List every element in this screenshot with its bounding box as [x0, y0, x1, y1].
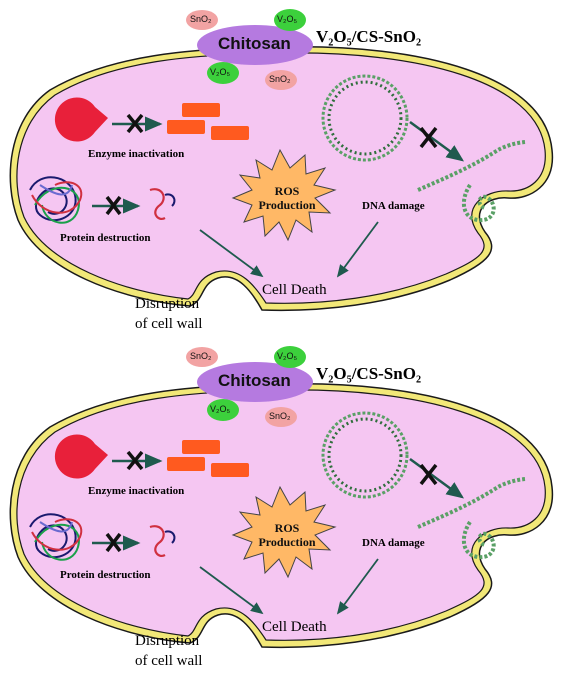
arrow-dna: [409, 457, 465, 499]
chitosan-ellipse: [197, 362, 313, 402]
ros-label-line2: Production: [258, 198, 316, 212]
dna-coil-icon: [461, 183, 496, 223]
sno2-badge-1: [186, 10, 218, 30]
enzyme-fragment-1: [182, 440, 220, 454]
enzyme-fragment-1: [182, 103, 220, 117]
block-x-icon: [126, 450, 144, 471]
v2o5-label-1: V₂O₅: [277, 351, 298, 361]
arrow-protein-to-death: [199, 229, 264, 278]
protein-tangle-icon: [29, 176, 83, 224]
protein-fragment-icon: [164, 193, 176, 207]
enzyme-label: Enzyme inactivation: [88, 148, 185, 160]
cell-death-label: Cell Death: [262, 619, 327, 635]
arrow-dna-to-death: [336, 558, 379, 615]
protein-tangle-icon: [29, 513, 83, 561]
block-x-icon: [419, 463, 438, 486]
protein-fragment-icon: [149, 525, 166, 557]
ros-label-line2: Production: [258, 535, 316, 549]
block-x-icon: [105, 532, 122, 553]
disruption-label-line1: Disruption: [135, 296, 200, 312]
arrow-protein-to-death: [199, 566, 264, 615]
v2o5-badge-1: [274, 9, 306, 31]
enzyme-icon: [54, 434, 108, 479]
dna-damage-label: DNA damage: [362, 537, 425, 549]
v2o5-badge-2: [207, 399, 239, 421]
disruption-label-line1: Disruption: [135, 633, 200, 649]
arrow-dna-to-death: [336, 221, 379, 278]
dna-coil-icon: [461, 520, 496, 560]
panel-bottom: Chitosan SnO₂ V₂O₅ V₂O₅ SnO₂ V₂O₅/CS-SnO…: [0, 337, 567, 674]
dna-damage-label: DNA damage: [362, 200, 425, 212]
cell-diagram: [9, 9, 554, 312]
protein-label: Protein destruction: [60, 569, 151, 581]
protein-fragment-icon: [149, 188, 166, 220]
arrow-dna: [409, 120, 465, 162]
enzyme-fragment-2: [167, 120, 205, 134]
v2o5-label-1: V₂O₅: [277, 14, 298, 24]
cell-death-label: Cell Death: [262, 282, 327, 298]
disruption-label-line2: of cell wall: [135, 316, 203, 332]
enzyme-fragment-3: [211, 126, 249, 140]
ros-label: ROS Production: [252, 521, 322, 549]
protein-label: Protein destruction: [60, 232, 151, 244]
disruption-label-line2: of cell wall: [135, 653, 203, 669]
v2o5-badge-1: [274, 346, 306, 368]
enzyme-fragment-3: [211, 463, 249, 477]
chitosan-label: Chitosan: [218, 371, 291, 390]
ros-label-line1: ROS: [274, 184, 300, 198]
enzyme-icon: [54, 97, 108, 142]
sno2-badge-1: [186, 347, 218, 367]
ros-label-line1: ROS: [274, 521, 300, 535]
dna-fragment-icon: [417, 140, 526, 192]
v2o5-label-2: V₂O₅: [210, 67, 231, 77]
enzyme-fragment-2: [167, 457, 205, 471]
protein-fragment-icon: [164, 530, 176, 544]
enzyme-label: Enzyme inactivation: [88, 485, 185, 497]
composite-title: V₂O₅/CS-SnO₂: [316, 364, 422, 383]
sno2-badge-2: [265, 407, 297, 427]
dna-circle-icon: [321, 411, 409, 499]
sno2-label-1: SnO₂: [190, 351, 212, 361]
v2o5-badge-2: [207, 62, 239, 84]
sno2-badge-2: [265, 70, 297, 90]
dna-fragment-icon: [417, 477, 526, 529]
chitosan-ellipse: [197, 25, 313, 65]
block-x-icon: [105, 195, 122, 216]
sno2-label-2: SnO₂: [269, 74, 291, 84]
v2o5-label-2: V₂O₅: [210, 404, 231, 414]
block-x-icon: [126, 113, 144, 134]
sno2-label-1: SnO₂: [190, 14, 212, 24]
dna-circle-icon: [321, 74, 409, 162]
ros-burst: [231, 485, 337, 579]
block-x-icon: [419, 126, 438, 149]
ros-burst: [231, 148, 337, 242]
composite-title: V₂O₅/CS-SnO₂: [316, 27, 422, 46]
cell-diagram: [9, 346, 554, 649]
ros-label: ROS Production: [252, 184, 322, 212]
sno2-label-2: SnO₂: [269, 411, 291, 421]
chitosan-label: Chitosan: [218, 34, 291, 53]
panel-top: Chitosan SnO₂ V₂O₅ V₂O₅ SnO₂ V₂O₅/CS-SnO…: [9, 9, 554, 332]
